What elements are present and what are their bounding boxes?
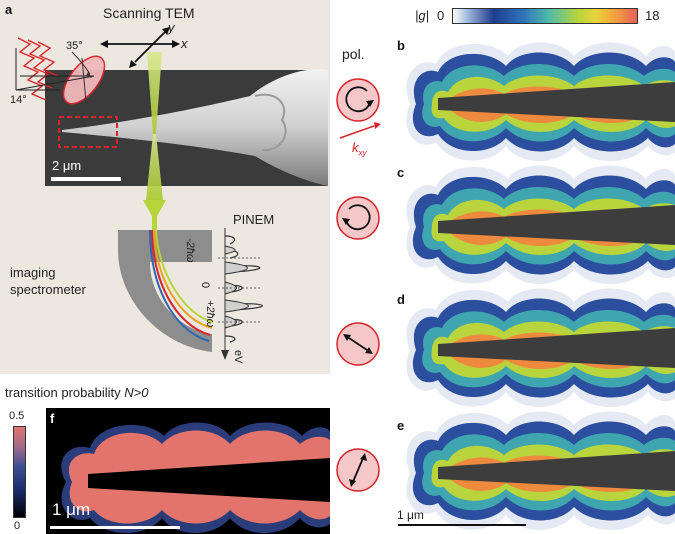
y-axis	[134, 31, 166, 63]
pinem-fill	[224, 245, 249, 329]
scale-bar-a-label: 2 μm	[52, 158, 82, 173]
trajectory-blue	[149, 229, 210, 342]
pinem-peaks	[224, 235, 263, 343]
pol-header: pol.	[342, 46, 365, 62]
k-label: kxy	[352, 140, 367, 158]
field-map-c	[406, 165, 675, 284]
sem-tip	[62, 69, 328, 186]
angle-bottom-label: 14°	[10, 94, 27, 106]
panel-f-map	[46, 408, 330, 534]
scale-bar-right	[398, 524, 526, 526]
trajectory-red	[151, 229, 211, 336]
diagonal-double-arrow-icon	[336, 322, 380, 366]
beam-upper	[147, 52, 162, 134]
y-axis-label: y	[168, 20, 175, 35]
counterclockwise-circular-arrow-icon	[336, 78, 380, 122]
beam-lower	[146, 134, 163, 200]
panel-label-a: a	[5, 2, 13, 17]
angle-top-label: 35°	[66, 40, 83, 52]
imaging-label: imaging	[10, 265, 56, 280]
field-map-e	[406, 411, 675, 530]
inset-box	[58, 116, 118, 148]
g-colorbar-max: 18	[645, 8, 660, 23]
scale-bar-f	[50, 526, 180, 529]
panel-a-title: Scanning TEM	[103, 5, 195, 21]
x-axis-label: x	[181, 36, 188, 51]
tick-plus-label: +2ħω	[204, 300, 216, 328]
field-map-d	[406, 288, 675, 407]
panel-label-f: f	[50, 411, 55, 426]
scale-bar-f-label: 1 μm	[52, 500, 91, 519]
spectrometer-label: spectrometer	[10, 282, 86, 297]
pol-icons	[336, 78, 381, 492]
field-maps	[398, 42, 675, 530]
tick-minus-label: -2ħω	[184, 238, 196, 263]
g-colorbar-label: |g|	[415, 8, 429, 23]
spectrometer-body	[118, 230, 212, 352]
scale-bar-a	[51, 177, 121, 181]
energy-unit-label: eV	[232, 350, 244, 364]
panel-label-c: c	[397, 165, 405, 180]
f-colorbar-max: 0.5	[9, 410, 25, 422]
laser-wave	[17, 37, 47, 101]
f-colorbar	[13, 426, 26, 518]
steep-double-arrow-icon	[336, 448, 380, 492]
panel-label-e: e	[397, 418, 405, 433]
tick-zero-label: 0	[199, 282, 211, 289]
panel-a-diagram	[15, 27, 328, 360]
beam-arrowhead	[143, 200, 166, 218]
clockwise-circular-arrow-icon	[336, 196, 380, 240]
scale-bar-right-label: 1 μm	[397, 508, 424, 522]
panel-f-title: transition probability N>0	[5, 385, 149, 400]
trajectory-green	[155, 229, 214, 323]
sem-tip-shade	[254, 93, 287, 152]
g-colorbar-min: 0	[437, 8, 445, 23]
g-colorbar	[452, 8, 638, 24]
trajectory-orange	[153, 229, 213, 329]
field-map-b	[406, 42, 675, 161]
panel-label-b: b	[397, 38, 405, 53]
k-arrow	[339, 125, 375, 139]
f-colorbar-min: 0	[14, 520, 21, 532]
panel-label-d: d	[397, 292, 405, 307]
pinem-label: PINEM	[233, 212, 275, 227]
beam-stem	[152, 214, 157, 230]
